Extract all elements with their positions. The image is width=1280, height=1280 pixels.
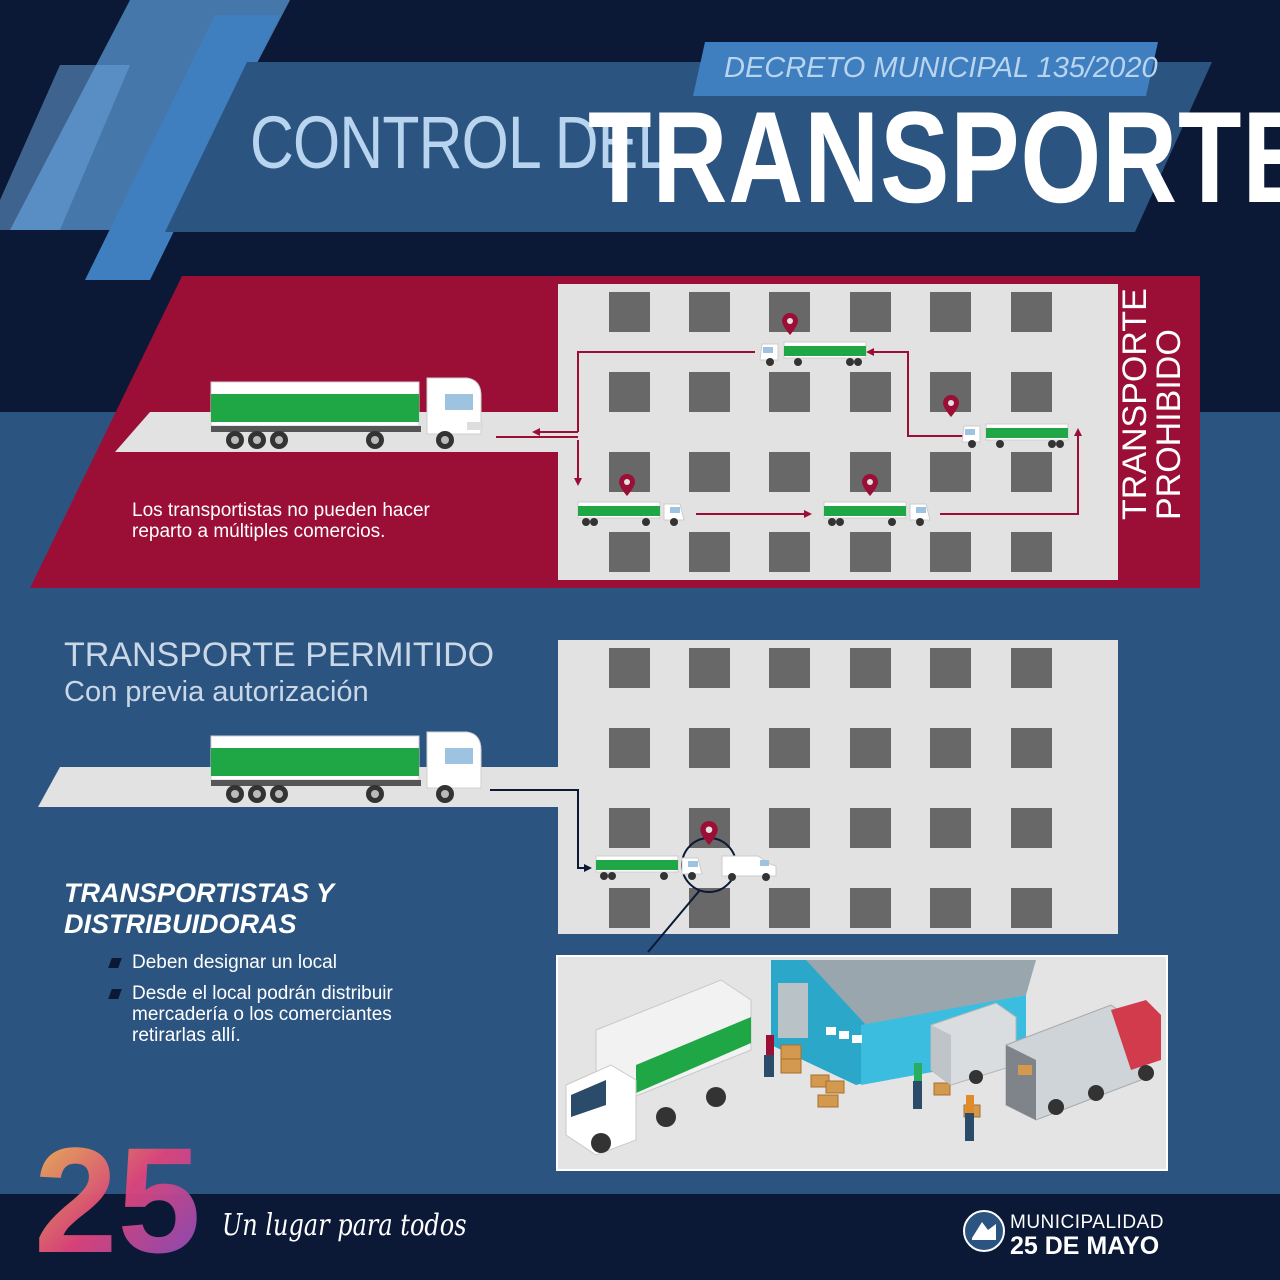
prohibited-description: Los transportistas no pueden hacer repar… — [132, 500, 430, 542]
title-part-1: CONTROL DEL — [250, 101, 671, 184]
van-icon — [930, 1002, 1017, 1086]
prohibited-label-line1: TRANSPORTE — [1116, 288, 1154, 520]
truck-icon — [577, 501, 685, 526]
truck-icon — [823, 501, 931, 526]
map-pin-icon — [782, 313, 798, 335]
shield-logo-icon — [963, 1210, 1005, 1252]
truck-icon — [759, 341, 867, 366]
anniversary-logo: 25 — [34, 1130, 201, 1260]
bullet-icon — [108, 989, 122, 999]
distributors-title: TRANSPORTISTAS Y DISTRIBUIDORAS — [64, 878, 334, 940]
permitted-title: TRANSPORTE PERMITIDO — [64, 636, 495, 674]
bullet-text: Deben designar un local — [132, 952, 337, 973]
bullet-text: retirarlas allí. — [132, 1025, 241, 1046]
municipality-line2: 25 DE MAYO — [1010, 1232, 1160, 1260]
map-pin-icon — [862, 474, 878, 496]
map-pin-icon — [943, 395, 959, 417]
truck-icon — [1005, 1000, 1161, 1121]
title-part-2: TRANSPORTE — [588, 84, 1280, 230]
tagline: Un lugar para todos — [222, 1208, 467, 1243]
truck-icon — [595, 855, 703, 880]
distributors-bullet-list: Deben designar un local Desde el local p… — [108, 952, 468, 1056]
municipality-line1: MUNICIPALIDAD — [1010, 1212, 1164, 1233]
map-pin-icon — [619, 474, 635, 496]
prohibited-description-line1: Los transportistas no pueden hacer — [132, 500, 430, 521]
list-item: Deben designar un local — [108, 952, 468, 973]
truck-icon — [210, 377, 483, 449]
distributors-title-line1: TRANSPORTISTAS Y — [64, 878, 335, 908]
permitted-map — [38, 640, 1118, 953]
bullet-text: Desde el local podrán distribuir — [132, 983, 393, 1004]
bullet-text: mercadería o los comerciantes — [132, 1004, 392, 1025]
prohibited-label: TRANSPORTE PROHIBIDO — [1116, 288, 1208, 520]
truck-icon — [961, 423, 1069, 448]
distributors-title-line2: DISTRIBUIDORAS — [64, 909, 297, 939]
bullet-icon — [108, 958, 122, 968]
prohibited-label-line2: PROHIBIDO — [1150, 329, 1188, 520]
truck-icon — [565, 979, 752, 1156]
map-pin-icon — [700, 821, 718, 845]
truck-icon — [210, 731, 482, 803]
van-icon — [721, 855, 777, 881]
list-item: Desde el local podrán distribuir mercade… — [108, 983, 468, 1046]
decree-label: DECRETO MUNICIPAL 135/2020 — [724, 52, 1158, 84]
svg-text:25: 25 — [34, 1130, 201, 1260]
permitted-subtitle: Con previa autorización — [64, 676, 369, 708]
warehouse-illustration — [556, 955, 1168, 1171]
prohibited-description-line2: reparto a múltiples comercios. — [132, 521, 386, 542]
